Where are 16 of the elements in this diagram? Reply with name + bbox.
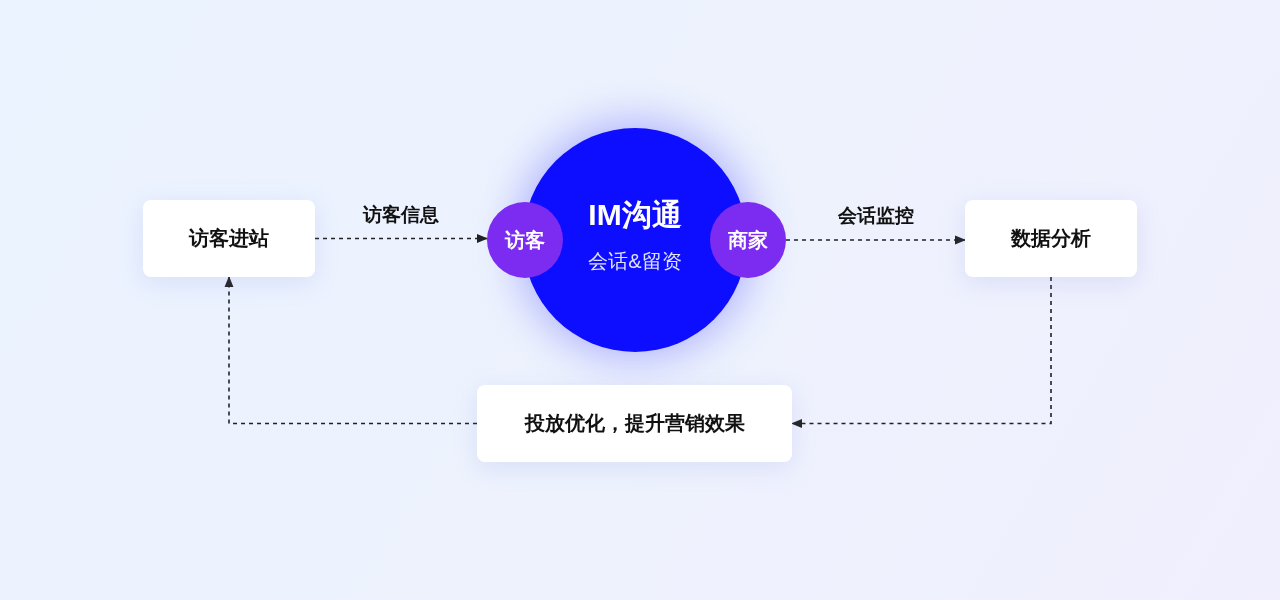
edge-label: 访客信息 [363, 202, 439, 227]
process-box [143, 200, 315, 277]
arrow [785, 235, 967, 245]
hub-subtitle: 会话&留资 [588, 249, 682, 274]
step-label: 数据分析 [1011, 226, 1091, 251]
edge-label: 会话监控 [837, 204, 914, 228]
arrow [314, 234, 489, 243]
role-label: 商家 [728, 227, 768, 253]
step-label: 访客进站 [189, 226, 269, 251]
arrow [224, 275, 478, 425]
process-box [965, 200, 1137, 277]
hub-title: IM沟通 [588, 197, 682, 233]
role-label: 访客 [505, 227, 545, 253]
step-label: 投放优化，提升营销效果 [524, 411, 745, 436]
process-box [477, 385, 792, 462]
arrow [790, 276, 1052, 428]
